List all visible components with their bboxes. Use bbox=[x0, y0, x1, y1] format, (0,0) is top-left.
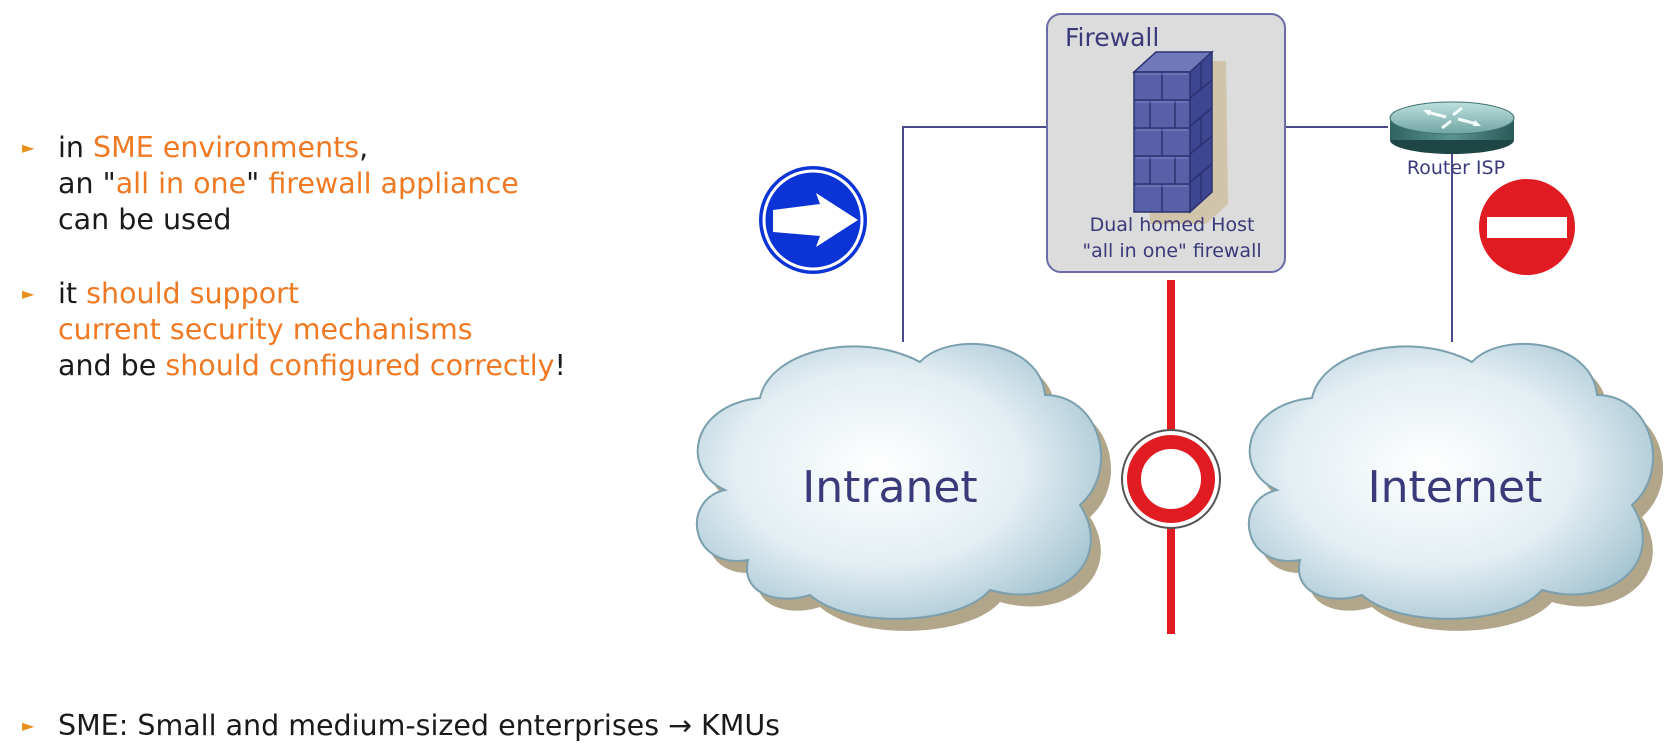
bullet-line: and be should configured correctly! bbox=[58, 348, 682, 384]
one-way-sign-icon bbox=[759, 166, 867, 274]
router-label: Router ISP bbox=[1407, 157, 1505, 179]
bullet-text: in bbox=[58, 131, 94, 164]
bullet-marker-icon: ► bbox=[22, 138, 35, 157]
bullet-list: ► in SME environments,an "all in one" fi… bbox=[22, 130, 682, 384]
intranet-cloud-icon bbox=[695, 342, 1112, 631]
footer-note-text: SME: Small and medium-sized enterprises … bbox=[58, 709, 781, 742]
no-vehicles-sign-icon bbox=[1121, 429, 1221, 529]
bullet-line: current security mechanisms bbox=[58, 312, 682, 348]
bullet-text: it bbox=[58, 277, 87, 310]
bullet-line: can be used bbox=[58, 202, 682, 238]
bullet-line: in SME environments, bbox=[58, 130, 682, 166]
bullet-text: and be bbox=[58, 349, 166, 382]
highlighted-text: SME environments bbox=[93, 131, 360, 164]
intranet-cloud-label: Intranet bbox=[802, 462, 977, 513]
highlighted-text: should configured correctly bbox=[165, 349, 555, 382]
bullet-item: ► in SME environments,an "all in one" fi… bbox=[22, 130, 682, 238]
firewall-box-label: Firewall bbox=[1065, 23, 1159, 52]
highlighted-text: firewall appliance bbox=[268, 167, 519, 200]
router-icon bbox=[1389, 101, 1515, 154]
host-label-line2: "all in one" firewall bbox=[1082, 240, 1261, 262]
bullet-text: can be used bbox=[58, 203, 232, 236]
bullet-text: ! bbox=[554, 349, 566, 382]
footer-note: ► SME: Small and medium-sized enterprise… bbox=[22, 708, 780, 744]
bullet-marker-icon: ► bbox=[22, 284, 35, 303]
bullet-text: , bbox=[359, 131, 369, 164]
no-entry-sign-icon bbox=[1479, 179, 1575, 275]
highlighted-text: should support bbox=[86, 277, 300, 310]
intranet-link bbox=[902, 126, 1045, 342]
bullet-line: an "all in one" firewall appliance bbox=[58, 166, 682, 202]
internet-cloud-label: Internet bbox=[1368, 462, 1543, 513]
highlighted-text: all in one bbox=[115, 167, 247, 200]
bullet-text: " bbox=[246, 167, 269, 200]
bullet-line: it should support bbox=[58, 276, 682, 312]
bullet-marker-icon: ► bbox=[22, 716, 35, 735]
internet-cloud-icon bbox=[1247, 342, 1664, 631]
highlighted-text: current security mechanisms bbox=[58, 313, 473, 346]
host-label-line1: Dual homed Host bbox=[1090, 214, 1255, 236]
bullet-text: an " bbox=[58, 167, 116, 200]
brick-wall-icon bbox=[1132, 50, 1228, 224]
